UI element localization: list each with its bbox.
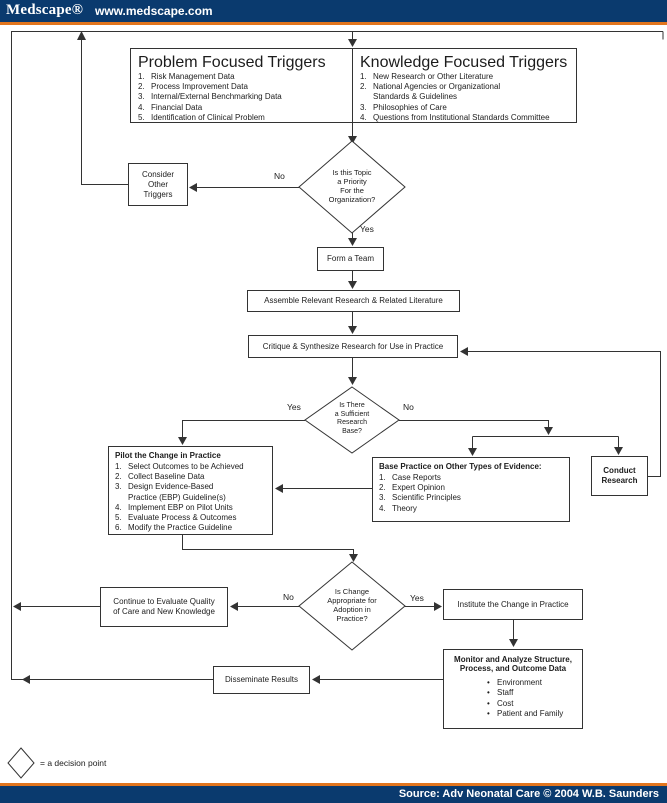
arrowhead-left-continue [230,602,238,611]
branch-label-no: No [283,592,294,602]
arrowhead-down-conduct [614,447,623,455]
list-item: 3.Scientific Principles [379,493,461,503]
problem-focused-triggers: Problem Focused Triggers 1.Risk Manageme… [131,49,352,122]
arrowhead-up-top-line [77,31,86,40]
arrowhead-down-base-practice [468,448,477,456]
arrowhead-down-monitor [509,639,518,647]
feedback-loop-left-top [11,31,664,680]
box-title: Base Practice on Other Types of Evidence… [379,462,542,471]
list-item: 2.Collect Baseline Data [115,472,205,482]
list-item: 6.Modify the Practice Guideline [115,523,233,533]
arrowhead-down-assemble [348,281,357,289]
branch-label-no: No [274,171,285,181]
connector-consider-to-top [81,38,128,185]
arrowhead-down-pilot [178,437,187,445]
consider-other-triggers-box: Consider Other Triggers [128,163,188,206]
arrowhead-left-loop-lower [22,675,30,684]
institute-change-box: Institute the Change in Practice [443,589,583,620]
medscape-logo: Medscape® [6,2,84,18]
arrowhead-down-form [348,238,357,246]
arrowhead-left-critique-feedback [460,347,468,356]
arrowhead-left-disseminate [312,675,320,684]
triggers-box: Problem Focused Triggers 1.Risk Manageme… [130,48,577,123]
connector-decision2-yes [182,420,305,439]
list-item: 2.Process Improvement Data [138,82,248,92]
knowledge-focused-triggers: Knowledge Focused Triggers 1.New Researc… [352,49,576,122]
decision-diamond-adoption [298,561,406,651]
monitor-analyze-box: Monitor and Analyze Structure, Process, … [443,649,583,729]
critique-synthesize-box: Critique & Synthesize Research for Use i… [248,335,458,358]
continue-evaluate-box: Continue to Evaluate Quality of Care and… [100,587,228,627]
header-url: www.medscape.com [95,4,213,18]
arrowhead-down-triggers [348,39,357,47]
list-item: 4.Theory [379,503,417,513]
arrowhead-right-institute [434,602,442,611]
box-title: Knowledge Focused Triggers [360,54,568,71]
list-item: 3.Internal/External Benchmarking Data [138,92,282,102]
branch-label-no: No [403,402,414,412]
legend-diamond-icon [7,747,35,779]
bullet-item: •Environment [487,678,542,687]
connector-pilot-to-decision3 [182,535,354,556]
form-a-team-box: Form a Team [317,247,384,271]
box-title: Monitor and Analyze Structure, Process, … [454,655,572,673]
list-item: 3.Design Evidence-Based Practice (EBP) G… [115,482,226,502]
branch-label-yes: Yes [287,402,301,412]
list-item: 5.Evaluate Process & Outcomes [115,513,237,523]
decision-diamond-research-base [304,386,400,454]
decision-diamond-priority [298,140,406,234]
list-item: 1.Risk Management Data [138,72,235,81]
bullet-item: •Patient and Family [487,709,564,719]
bullet-item: •Cost [487,698,514,708]
pilot-change-box: Pilot the Change in Practice 1.Select Ou… [108,446,273,535]
connector-conduct-to-critique [466,351,661,477]
list-item: 4.Implement EBP on Pilot Units [115,502,233,512]
list-item: 2.Expert Opinion [379,483,445,493]
arrowhead-down-critique [348,326,357,334]
source-credit: Source: Adv Neonatal Care © 2004 W.B. Sa… [398,788,659,800]
arrowheads [13,31,623,684]
footer-bar: Source: Adv Neonatal Care © 2004 W.B. Sa… [0,783,667,803]
base-practice-evidence-box: Base Practice on Other Types of Evidence… [372,457,570,522]
branch-label-yes: Yes [360,224,374,234]
branch-label-yes: Yes [410,593,424,603]
connector-decision2-no-split [399,420,619,449]
legend-label: = a decision point [40,758,107,768]
conduct-research-box: Conduct Research [591,456,648,496]
list-item: 1.New Research or Other Literature [360,72,494,81]
bullet-item: •Staff [487,688,514,698]
decision-diamonds [7,140,406,779]
disseminate-results-box: Disseminate Results [213,666,310,694]
arrowhead-down-decision2 [348,377,357,385]
list-item: 4.Questions from Institutional Standards… [360,112,550,122]
arrowhead-down-split [544,427,553,435]
list-item: 2.National Agencies or Organizational St… [360,82,501,102]
box-title: Pilot the Change in Practice [115,451,221,460]
arrowhead-left-pilot [275,484,283,493]
connector-lines [11,31,664,680]
list-item: 5.Identification of Clinical Problem [138,112,265,122]
arrowhead-left-consider [189,183,197,192]
header-bar: Medscape® www.medscape.com [0,0,667,25]
list-item: 1.Select Outcomes to be Achieved [115,462,244,471]
list-item: 1.Case Reports [379,473,441,482]
list-item: 3.Philosophies of Care [360,102,447,112]
box-title: Problem Focused Triggers [138,54,326,71]
list-item: 4.Financial Data [138,102,203,112]
arrowhead-left-loop-upper [13,602,21,611]
arrowhead-down-decision1 [348,136,357,144]
arrowhead-down-decision3 [349,554,358,562]
assemble-research-box: Assemble Relevant Research & Related Lit… [247,290,460,312]
